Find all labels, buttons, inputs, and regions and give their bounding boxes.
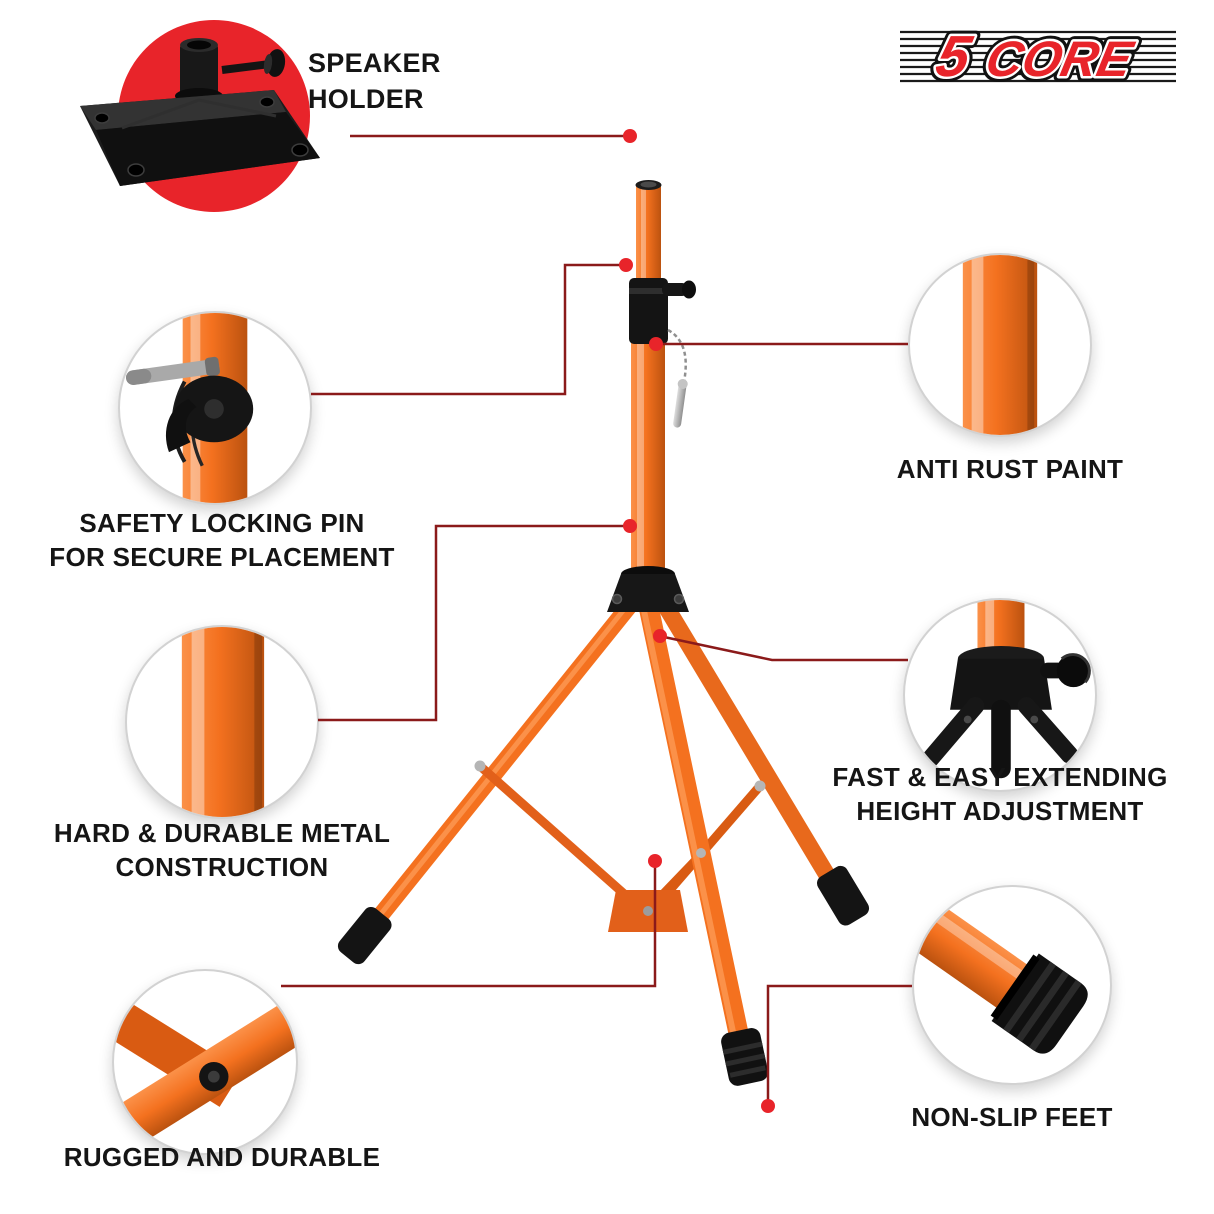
metal-construction-label: HARD & DURABLE METAL CONSTRUCTION: [53, 818, 391, 883]
lower-pole: [631, 338, 665, 600]
anti-rust-label: ANTI RUST PAINT: [896, 454, 1124, 484]
stand-feet: [337, 865, 870, 1086]
metal-construction-inset: [125, 625, 319, 819]
brand-logo-core: CORE: [981, 31, 1139, 87]
safety-pin-label: SAFETY LOCKING PIN FOR SECURE PLACEMENT: [49, 508, 395, 573]
non-slip-feet-label: NON-SLIP FEET: [911, 1102, 1113, 1132]
height-collar-image: [921, 600, 1091, 779]
speaker-holder-label: SPEAKER HOLDER: [308, 48, 441, 114]
brand-logo: 5 CORE 5 CORE: [898, 26, 1178, 90]
tripod-legs-back: [363, 591, 845, 935]
rugged-durable-label: RUGGED AND DURABLE: [63, 1142, 381, 1172]
leader-dots: [619, 129, 775, 1113]
height-adjustment-label: FAST & EASY EXTENDING HEIGHT ADJUSTMENT: [832, 762, 1168, 827]
anti-rust-pole-image: [962, 255, 1038, 435]
leader-height: [663, 635, 908, 662]
safety-pin-inset: [118, 311, 312, 505]
brand-logo-core-outline: CORE: [981, 31, 1139, 87]
safety-pin-image: [125, 313, 254, 503]
metal-pole-image: [181, 627, 265, 817]
logo-stripes: [900, 30, 1176, 83]
anti-rust-inset: [908, 253, 1092, 437]
tripod-leg-front: [638, 594, 752, 1060]
leader-feet: [766, 984, 912, 1100]
adjustment-collar: [629, 278, 696, 428]
height-adjustment-inset: [903, 598, 1097, 792]
leader-rugged: [281, 866, 657, 988]
leader-safety-pin: [311, 263, 622, 396]
tripod-hub: [607, 566, 689, 612]
non-slip-feet-inset: [912, 885, 1112, 1085]
speaker-holder-image: [80, 38, 320, 186]
leader-metal: [318, 524, 626, 722]
rugged-durable-inset: [112, 969, 298, 1155]
